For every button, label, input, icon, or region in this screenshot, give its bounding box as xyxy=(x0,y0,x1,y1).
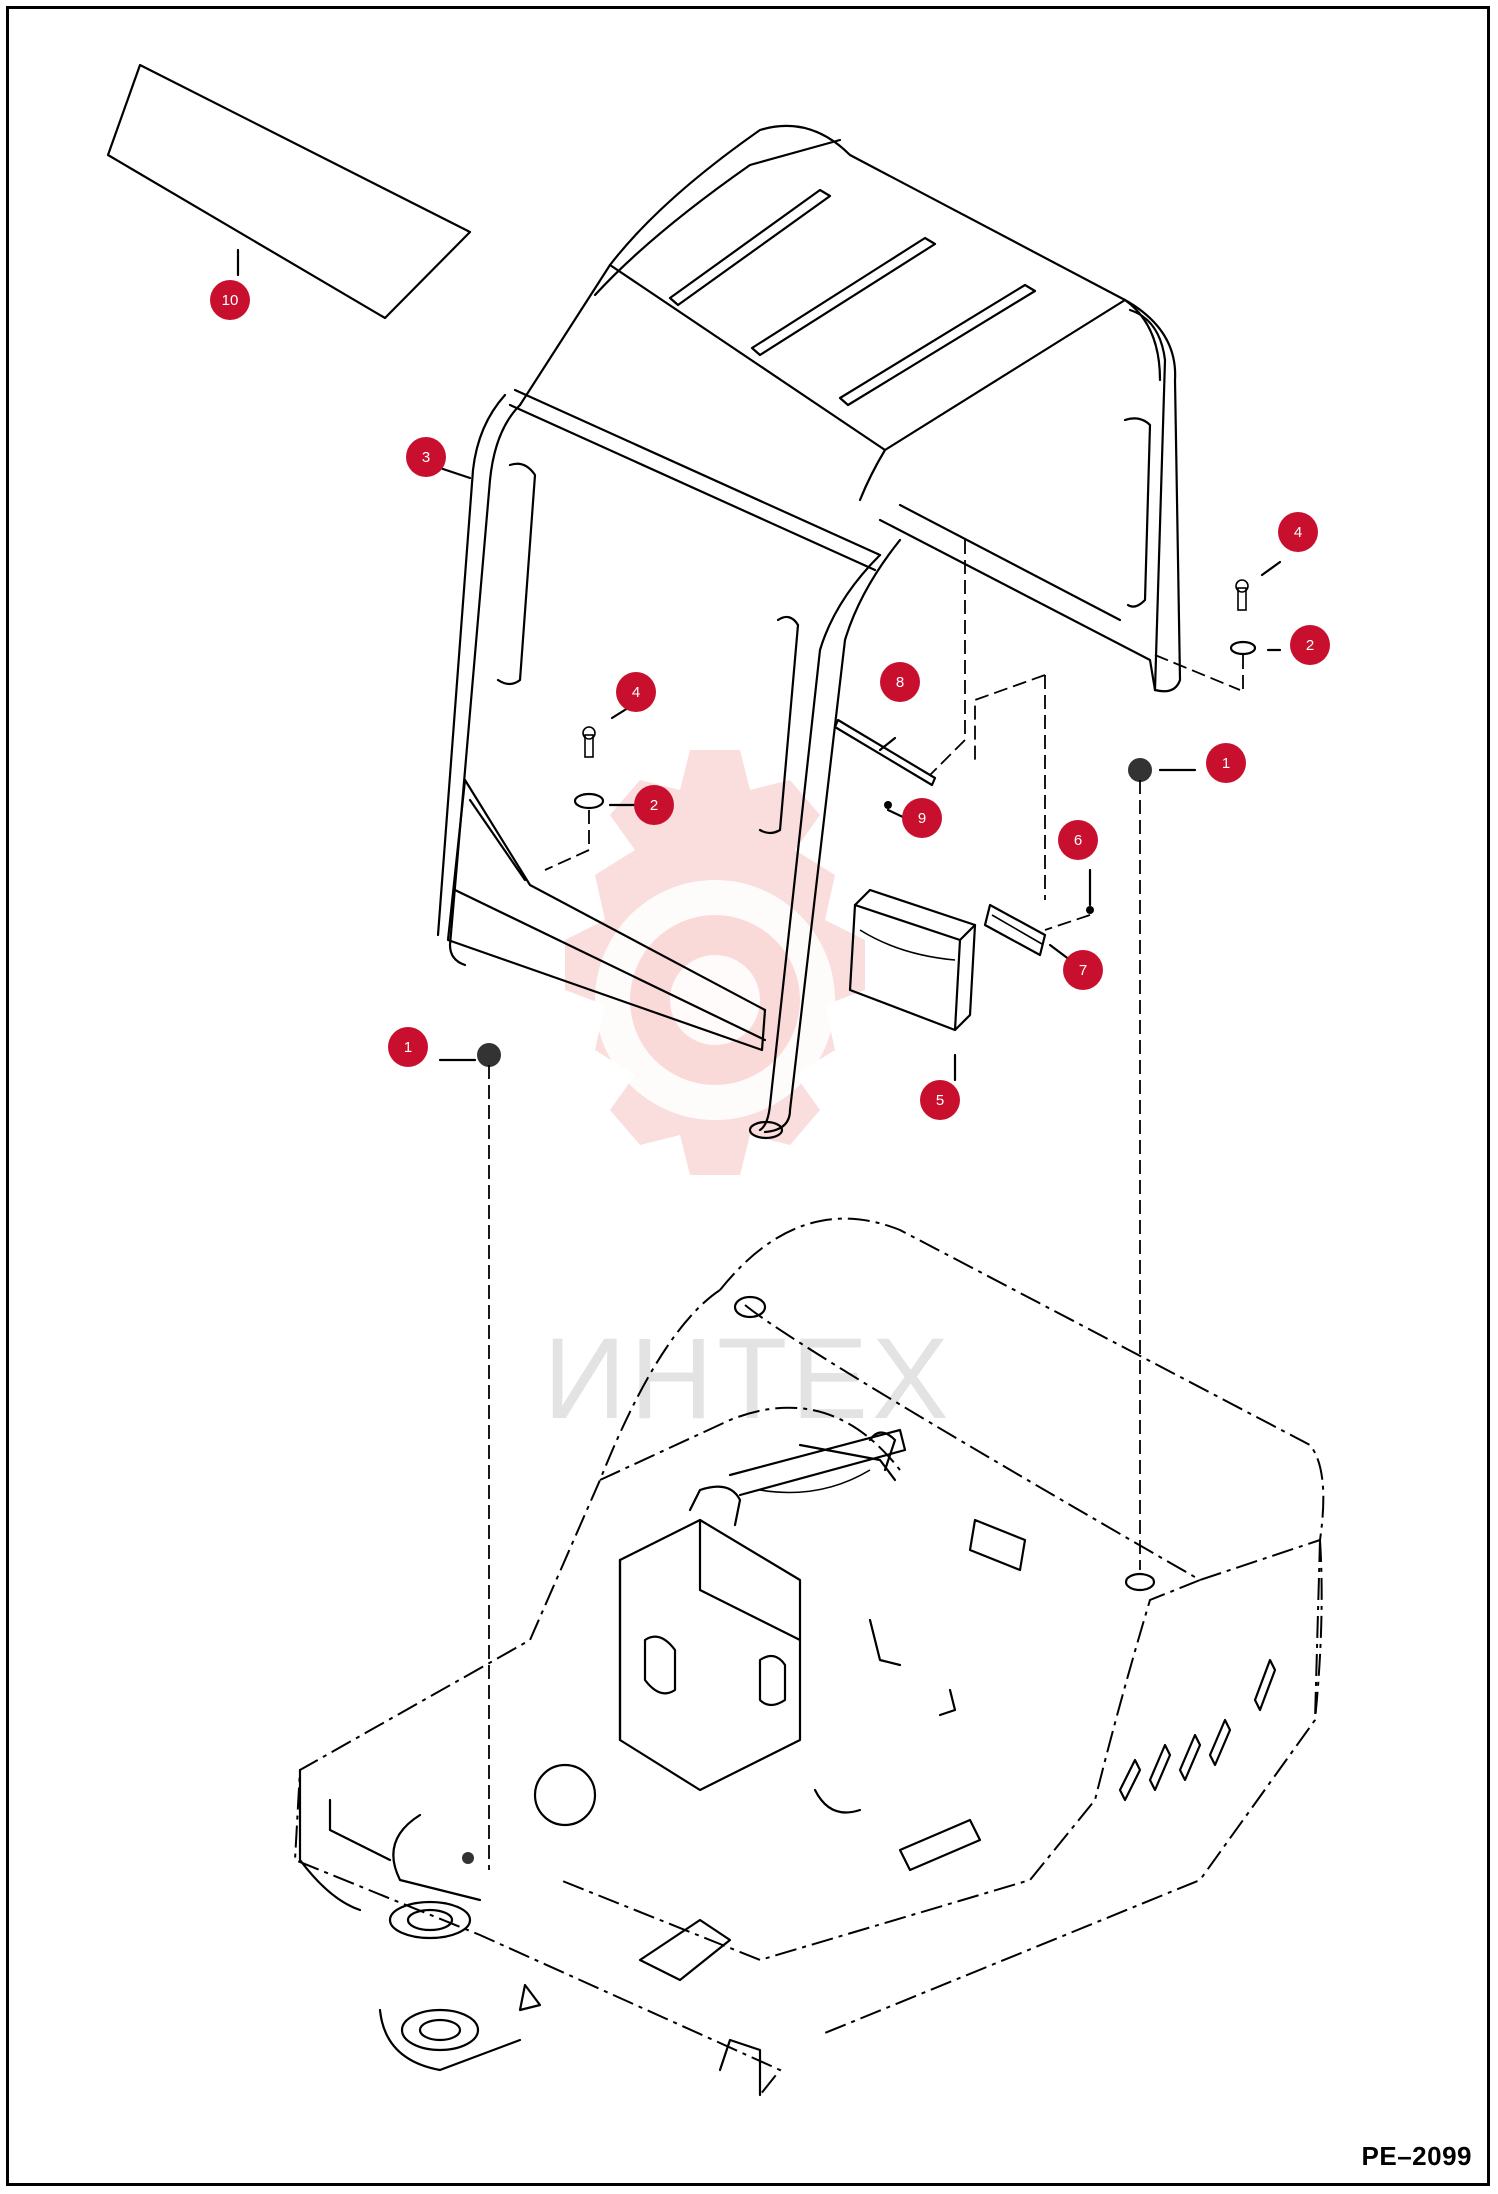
callout-1-left[interactable]: 1 xyxy=(388,1027,428,1067)
callout-8-label: 8 xyxy=(896,674,904,691)
canopy-part xyxy=(436,124,1182,1140)
callout-1-left-label: 1 xyxy=(404,1039,412,1056)
manual-holder-part xyxy=(848,888,977,1032)
callout-2-right[interactable]: 2 xyxy=(1290,625,1330,665)
callout-9[interactable]: 9 xyxy=(902,798,942,838)
callout-4-left[interactable]: 4 xyxy=(616,672,656,712)
callout-10[interactable]: 10 xyxy=(210,280,250,320)
callout-2-left-label: 2 xyxy=(650,797,658,814)
callout-4-right[interactable]: 4 xyxy=(1278,512,1318,552)
callout-2-left[interactable]: 2 xyxy=(634,785,674,825)
callout-3[interactable]: 3 xyxy=(406,437,446,477)
callout-10-label: 10 xyxy=(222,292,239,309)
callout-4-right-label: 4 xyxy=(1294,524,1302,541)
callout-6-label: 6 xyxy=(1074,832,1082,849)
decal-part xyxy=(106,63,472,320)
callout-4-left-label: 4 xyxy=(632,684,640,701)
callout-6[interactable]: 6 xyxy=(1058,820,1098,860)
watermark-logo xyxy=(565,750,865,1175)
callout-8[interactable]: 8 xyxy=(880,662,920,702)
callout-2-right-label: 2 xyxy=(1306,637,1314,654)
strip-part xyxy=(833,718,937,787)
leader-lines xyxy=(236,248,1282,1082)
callout-7[interactable]: 7 xyxy=(1063,950,1103,990)
callout-1-right-label: 1 xyxy=(1222,755,1230,772)
callout-1-right[interactable]: 1 xyxy=(1206,743,1246,783)
watermark-text: ИНТЕХ xyxy=(543,1315,952,1443)
base-frame-part xyxy=(293,1217,1325,2097)
callout-3-label: 3 xyxy=(422,449,430,466)
callout-7-label: 7 xyxy=(1079,962,1087,979)
assembly-lines xyxy=(488,540,1244,1870)
hardware-parts xyxy=(477,579,1257,1067)
callout-5[interactable]: 5 xyxy=(920,1080,960,1120)
callout-5-label: 5 xyxy=(936,1092,944,1109)
callout-9-label: 9 xyxy=(918,810,926,827)
diagram-code-label: PE–2099 xyxy=(1361,2141,1472,2171)
bracket-part xyxy=(983,903,1047,957)
